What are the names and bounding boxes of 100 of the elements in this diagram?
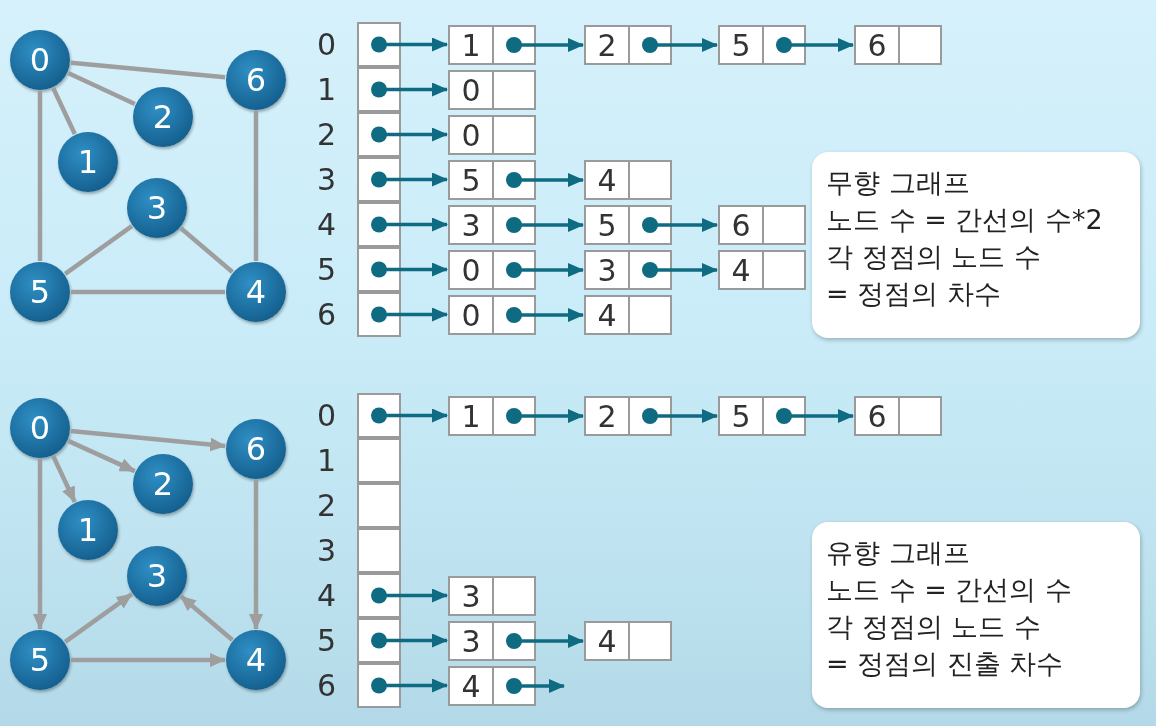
note-line: 각 정점의 노드 수 <box>826 240 1042 274</box>
node-value: 6 <box>866 398 888 434</box>
vertex-circle: 5 <box>10 262 70 322</box>
vertex-circle: 0 <box>10 398 70 458</box>
pointer-arrow <box>371 216 448 233</box>
edge-line <box>70 60 226 80</box>
pointer-arrow <box>506 172 584 188</box>
row-number: 4 <box>317 206 337 244</box>
vertex-circle: 6 <box>226 50 286 110</box>
edge-line <box>51 87 77 135</box>
node-value: 4 <box>596 297 618 333</box>
node-value: 3 <box>460 207 482 243</box>
list-node <box>718 250 806 290</box>
pointer-arrow <box>506 307 584 323</box>
node-value: 0 <box>460 252 482 288</box>
pointer-arrow <box>776 408 854 424</box>
row-number: 3 <box>317 532 337 570</box>
list-node <box>584 295 672 335</box>
arrow <box>67 438 136 474</box>
pointer-arrow <box>371 632 448 649</box>
node-value: 4 <box>460 668 482 704</box>
row-number: 4 <box>317 577 337 615</box>
node-value: 2 <box>596 398 618 434</box>
list-node <box>448 576 536 616</box>
vertex-circle: 0 <box>10 30 70 90</box>
note-card <box>812 522 1140 708</box>
pointer-arrow <box>371 306 448 323</box>
pointer-arrow <box>506 408 584 424</box>
pointer-arrow <box>506 262 584 278</box>
row-number: 5 <box>317 622 337 660</box>
row-number: 2 <box>317 487 337 525</box>
arrow <box>51 455 77 503</box>
pointer-arrow <box>371 81 448 98</box>
edge-line <box>63 224 134 276</box>
note-heading: 무향 그래프 <box>826 166 971 200</box>
node-value: 5 <box>596 207 618 243</box>
node-value: 0 <box>460 297 482 333</box>
list-node <box>718 25 806 65</box>
vertex-circle: 4 <box>226 262 286 322</box>
list-node <box>584 205 672 245</box>
node-value: 6 <box>730 207 752 243</box>
node-value: 0 <box>460 117 482 153</box>
pointer-arrow <box>371 407 448 424</box>
row-number: 5 <box>317 251 337 289</box>
vertex-circle: 3 <box>127 546 187 606</box>
arrow <box>70 428 227 452</box>
row-number: 1 <box>317 71 337 109</box>
list-node <box>854 25 942 65</box>
row-number: 3 <box>317 161 337 199</box>
list-node <box>448 666 536 706</box>
edge-line <box>253 111 259 261</box>
pointer-arrow <box>371 587 448 604</box>
edge-line <box>71 289 225 295</box>
note-line: 각 정점의 노드 수 <box>826 610 1042 644</box>
arrow <box>71 653 226 667</box>
list-node <box>584 250 672 290</box>
pointer-arrow <box>642 37 718 53</box>
pointer-arrow <box>642 262 718 278</box>
node-value: 2 <box>596 27 618 63</box>
vertex-circle: 4 <box>226 630 286 690</box>
vertex-circle: 3 <box>127 178 187 238</box>
list-node <box>854 396 942 436</box>
row-number: 0 <box>317 397 337 435</box>
list-node <box>718 396 806 436</box>
list-node <box>448 396 536 436</box>
vertex-circle: 5 <box>10 630 70 690</box>
node-value: 3 <box>460 623 482 659</box>
list-node <box>584 160 672 200</box>
edge-line <box>67 71 136 106</box>
vertex-circle: 2 <box>133 87 193 147</box>
pointer-arrow <box>506 633 584 649</box>
list-node <box>584 25 672 65</box>
node-value: 1 <box>460 27 482 63</box>
pointer-arrow <box>371 171 448 188</box>
note-line: 노드 수 = 간선의 수*2 <box>826 203 1104 237</box>
list-node <box>584 396 672 436</box>
node-value: 4 <box>596 162 618 198</box>
node-value: 5 <box>460 162 482 198</box>
row-number: 6 <box>317 296 337 334</box>
list-node <box>448 295 536 335</box>
vertex-circle: 1 <box>58 500 118 560</box>
edge-line <box>37 91 43 261</box>
list-node <box>718 205 806 245</box>
arrow <box>33 459 47 630</box>
pointer-arrow <box>371 261 448 278</box>
row-number: 2 <box>317 116 337 154</box>
pointer-arrow <box>371 126 448 143</box>
edge-line <box>179 226 234 274</box>
vertex-circle: 1 <box>58 132 118 192</box>
list-node <box>448 115 536 155</box>
pointer-arrow <box>371 36 448 53</box>
pointer-arrow <box>506 217 584 233</box>
list-node <box>584 621 672 661</box>
node-value: 3 <box>460 578 482 614</box>
row-number: 6 <box>317 667 337 705</box>
list-node <box>448 70 536 110</box>
vertex-circle: 2 <box>133 454 193 514</box>
node-value: 6 <box>866 27 888 63</box>
node-value: 0 <box>460 72 482 108</box>
node-value: 1 <box>460 398 482 434</box>
